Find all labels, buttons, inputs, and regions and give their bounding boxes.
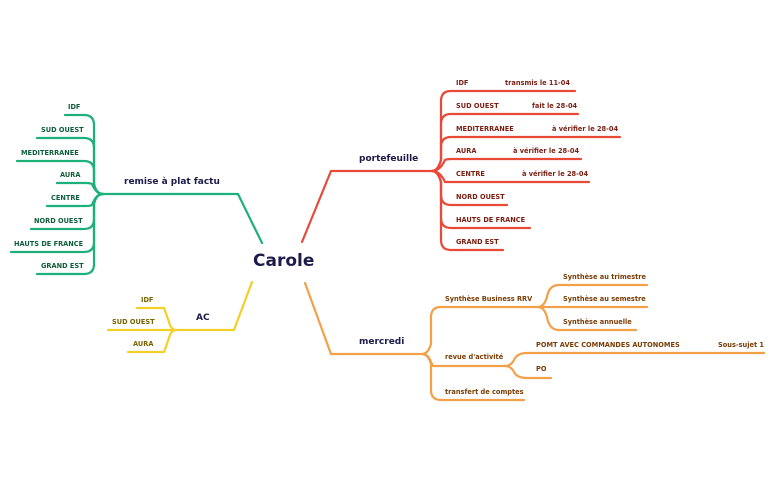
ac-leaf-line <box>126 328 178 354</box>
remise-trunk <box>101 192 264 245</box>
remise-item-nord-ouest[interactable]: NORD OUEST <box>34 217 83 225</box>
ac-item-aura[interactable]: AURA <box>133 340 154 348</box>
ac-connectors <box>106 280 254 354</box>
portefeuille-item-idf[interactable]: IDF <box>456 79 469 87</box>
branch-remise-a-plat-factu[interactable]: remise à plat factu <box>124 177 220 187</box>
mercredi-connectors <box>303 281 766 402</box>
portefeuille-item-mediterranee[interactable]: MEDITERRANEE <box>456 125 514 133</box>
remise-item-aura[interactable]: AURA <box>60 171 81 179</box>
portefeuille-leaf-line <box>430 169 505 252</box>
mercredi-trunk <box>303 281 424 356</box>
portefeuille-note-mediterranee: à vérifier le 28-04 <box>552 125 619 133</box>
synthese-business-rrv[interactable]: Synthèse Business RRV <box>445 295 533 303</box>
portefeuille-leaf-line <box>430 112 580 173</box>
portefeuille-item-aura[interactable]: AURA <box>456 147 477 155</box>
revue-leaf-line <box>503 351 766 368</box>
branch-ac[interactable]: AC <box>196 313 210 323</box>
branch-portefeuille[interactable]: portefeuille <box>359 154 419 164</box>
remise-leaf-line <box>55 181 105 196</box>
remise-item-hauts-de-france[interactable]: HAUTS DE FRANCE <box>14 240 84 248</box>
portefeuille-note-aura: à vérifier le 28-04 <box>513 147 580 155</box>
portefeuille-item-sud-ouest[interactable]: SUD OUEST <box>456 102 499 110</box>
synthese-leaf-line <box>536 305 638 332</box>
ac-item-idf[interactable]: IDF <box>141 296 154 304</box>
remise-item-mediterranee[interactable]: MEDITERRANEE <box>21 149 79 157</box>
remise-item-idf[interactable]: IDF <box>68 103 81 111</box>
portefeuille-connectors <box>300 89 622 252</box>
revue-item-po[interactable]: PO <box>536 365 547 373</box>
portefeuille-item-grand-est[interactable]: GRAND EST <box>456 238 499 246</box>
portefeuille-leaf-line <box>430 157 583 173</box>
synthese-line <box>420 305 540 356</box>
synthese-item-trimestre[interactable]: Synthèse au trimestre <box>563 273 646 281</box>
remise-item-centre[interactable]: CENTRE <box>51 194 80 202</box>
transfert-de-comptes[interactable]: transfert de comptes <box>445 388 524 396</box>
root-topic[interactable]: Carole <box>253 251 315 271</box>
synthese-item-annuelle[interactable]: Synthèse annuelle <box>563 318 632 326</box>
revue-leaf-line <box>503 364 553 380</box>
transfert-line <box>420 352 526 402</box>
remise-item-sud-ouest[interactable]: SUD OUEST <box>41 126 84 134</box>
revue-item-pomt[interactable]: POMT AVEC COMMANDES AUTONOMES <box>536 341 680 349</box>
portefeuille-item-centre[interactable]: CENTRE <box>456 170 485 178</box>
remise-item-grand-est[interactable]: GRAND EST <box>41 262 84 270</box>
portefeuille-note-centre: à vérifier le 28-04 <box>522 170 589 178</box>
portefeuille-item-hauts-de-france[interactable]: HAUTS DE FRANCE <box>456 216 526 224</box>
portefeuille-note-idf: transmis le 11-04 <box>505 79 570 87</box>
remise-leaf-line <box>35 192 105 276</box>
synthese-item-semestre[interactable]: Synthèse au semestre <box>563 295 646 303</box>
portefeuille-trunk <box>300 169 434 244</box>
portefeuille-note-sud-ouest: fait le 28-04 <box>532 102 578 110</box>
revue-item-sous-sujet[interactable]: Sous-sujet 1 <box>718 341 765 349</box>
ac-trunk <box>174 280 254 332</box>
ac-item-sud-ouest[interactable]: SUD OUEST <box>112 318 155 326</box>
remise-connectors <box>9 113 264 276</box>
portefeuille-item-nord-ouest[interactable]: NORD OUEST <box>456 193 505 201</box>
branch-mercredi[interactable]: mercredi <box>359 337 405 347</box>
revue-d-activite[interactable]: revue d'activité <box>445 353 504 361</box>
